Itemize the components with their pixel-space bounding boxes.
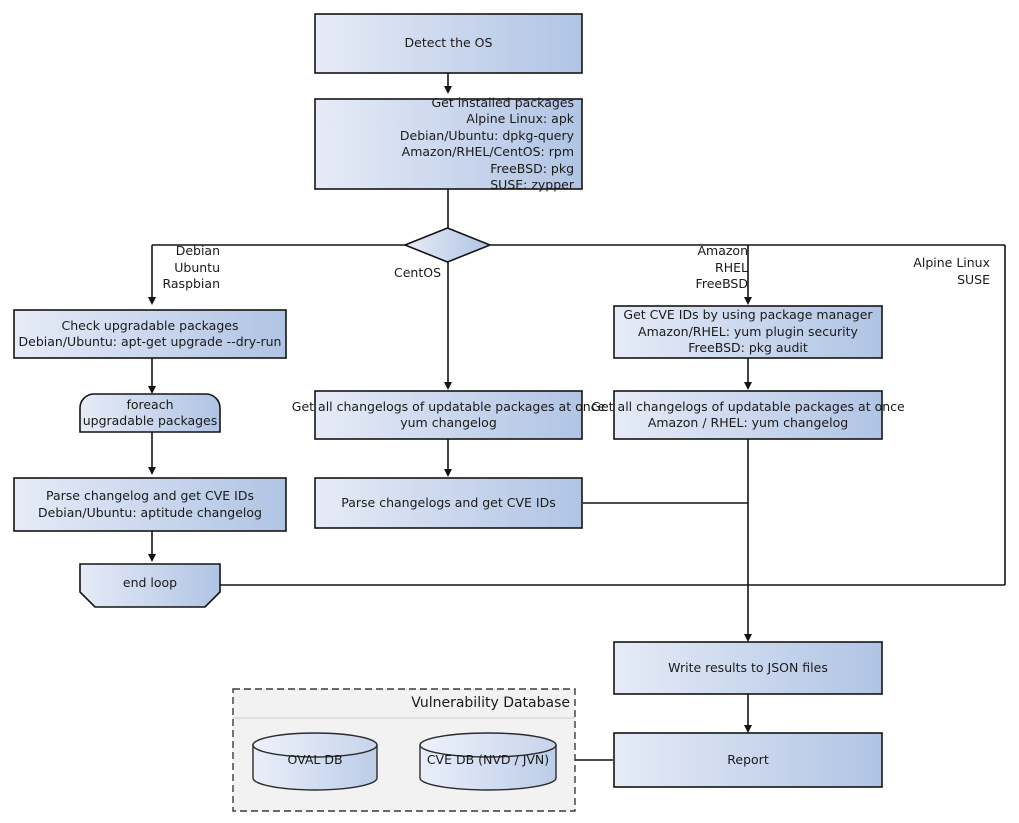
cve-db-label: CVE DB (NVD / JVN) [426, 752, 550, 767]
cve-db-cylinder [419, 732, 557, 791]
oval-db[interactable]: OVAL DB [253, 733, 377, 790]
edge-label-centos-branch: CentOS [393, 265, 441, 280]
node-check-upgradable-shape [13, 309, 287, 359]
node-decision[interactable] [405, 228, 490, 262]
oval-db-label: OVAL DB [287, 752, 343, 767]
node-parse-changelog-deb-shape [13, 477, 287, 532]
node-report-label: Report [727, 751, 769, 767]
node-detect-os[interactable]: Detect the OS [315, 14, 582, 73]
node-get-installed-packages-shape [314, 98, 583, 190]
node-parse-changelogs-centos-label: Parse changelogs and get CVE IDs [341, 494, 556, 510]
node-changelogs-amazon-shape [613, 390, 883, 440]
node-changelogs-amazon-label: Get all changelogs of updatable packages… [591, 398, 905, 431]
node-parse-changelogs-centos[interactable]: Parse changelogs and get CVE IDs [315, 478, 582, 528]
cve-db[interactable]: CVE DB (NVD / JVN) [420, 733, 556, 790]
vulnerability-database-title: Vulnerability Database [411, 695, 570, 711]
node-changelogs-amazon[interactable]: Get all changelogs of updatable packages… [591, 391, 904, 439]
node-end-loop[interactable]: end loop [80, 564, 220, 607]
node-detect-os-shape [314, 13, 583, 74]
node-parse-changelogs-centos-shape [314, 477, 583, 529]
node-write-results-label: Write results to JSON files [668, 659, 828, 675]
node-changelogs-centos-label: Get all changelogs of updatable packages… [291, 398, 606, 431]
node-get-cve-ids-pkgmgr-shape [613, 305, 883, 359]
node-changelogs-centos[interactable]: Get all changelogs of updatable packages… [292, 391, 605, 439]
node-write-results-shape [613, 641, 883, 695]
node-decision-shape [402, 227, 493, 263]
node-report[interactable]: Report [614, 733, 882, 787]
oval-db-cylinder [252, 732, 378, 791]
node-foreach-shape [79, 393, 221, 433]
node-report-shape [613, 732, 883, 788]
node-changelogs-centos-shape [314, 390, 583, 440]
node-write-results[interactable]: Write results to JSON files [614, 642, 882, 694]
node-end-loop-shape [79, 563, 221, 608]
node-detect-os-label: Detect the OS [404, 35, 493, 51]
node-end-loop-label: end loop [122, 574, 178, 590]
